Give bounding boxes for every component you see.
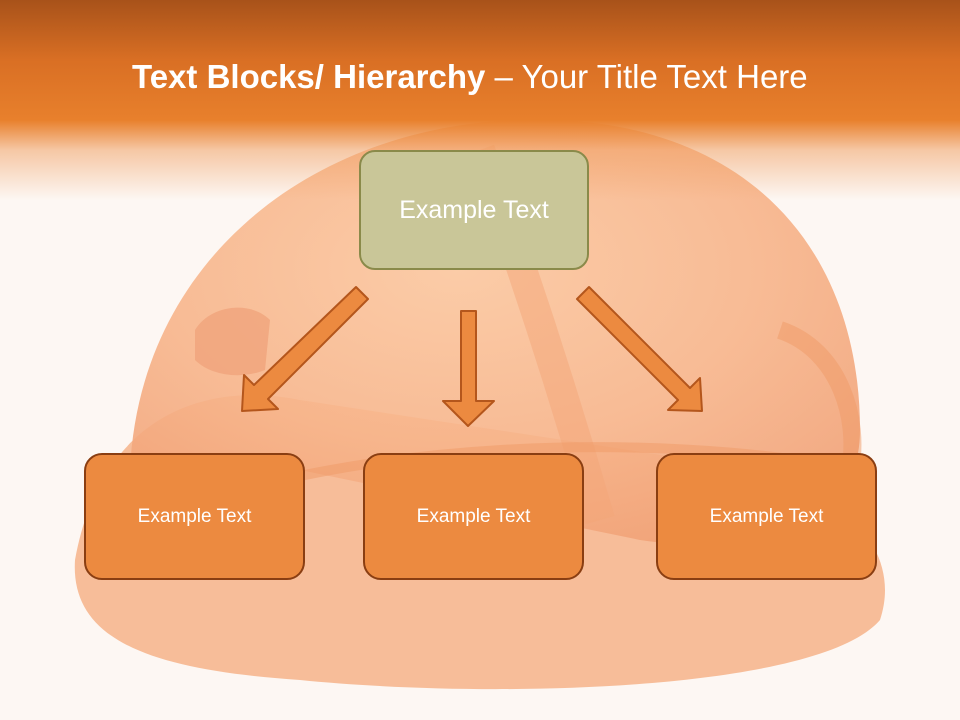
slide-title: Text Blocks/ Hierarchy – Your Title Text…: [132, 52, 932, 102]
arrow-center: [442, 310, 495, 427]
root-node[interactable]: Example Text: [359, 150, 589, 270]
child-node-label: Example Text: [709, 505, 824, 527]
slide-title-bold: Text Blocks/ Hierarchy: [132, 58, 486, 95]
arrow-left: [241, 286, 369, 412]
slide-title-rest: – Your Title Text Here: [485, 58, 808, 95]
child-node-label: Example Text: [416, 505, 531, 527]
arrow-right: [576, 286, 703, 412]
child-node-2[interactable]: Example Text: [363, 453, 584, 580]
root-node-label: Example Text: [399, 195, 549, 224]
child-node-1[interactable]: Example Text: [84, 453, 305, 580]
child-node-3[interactable]: Example Text: [656, 453, 877, 580]
child-node-label: Example Text: [137, 505, 252, 527]
